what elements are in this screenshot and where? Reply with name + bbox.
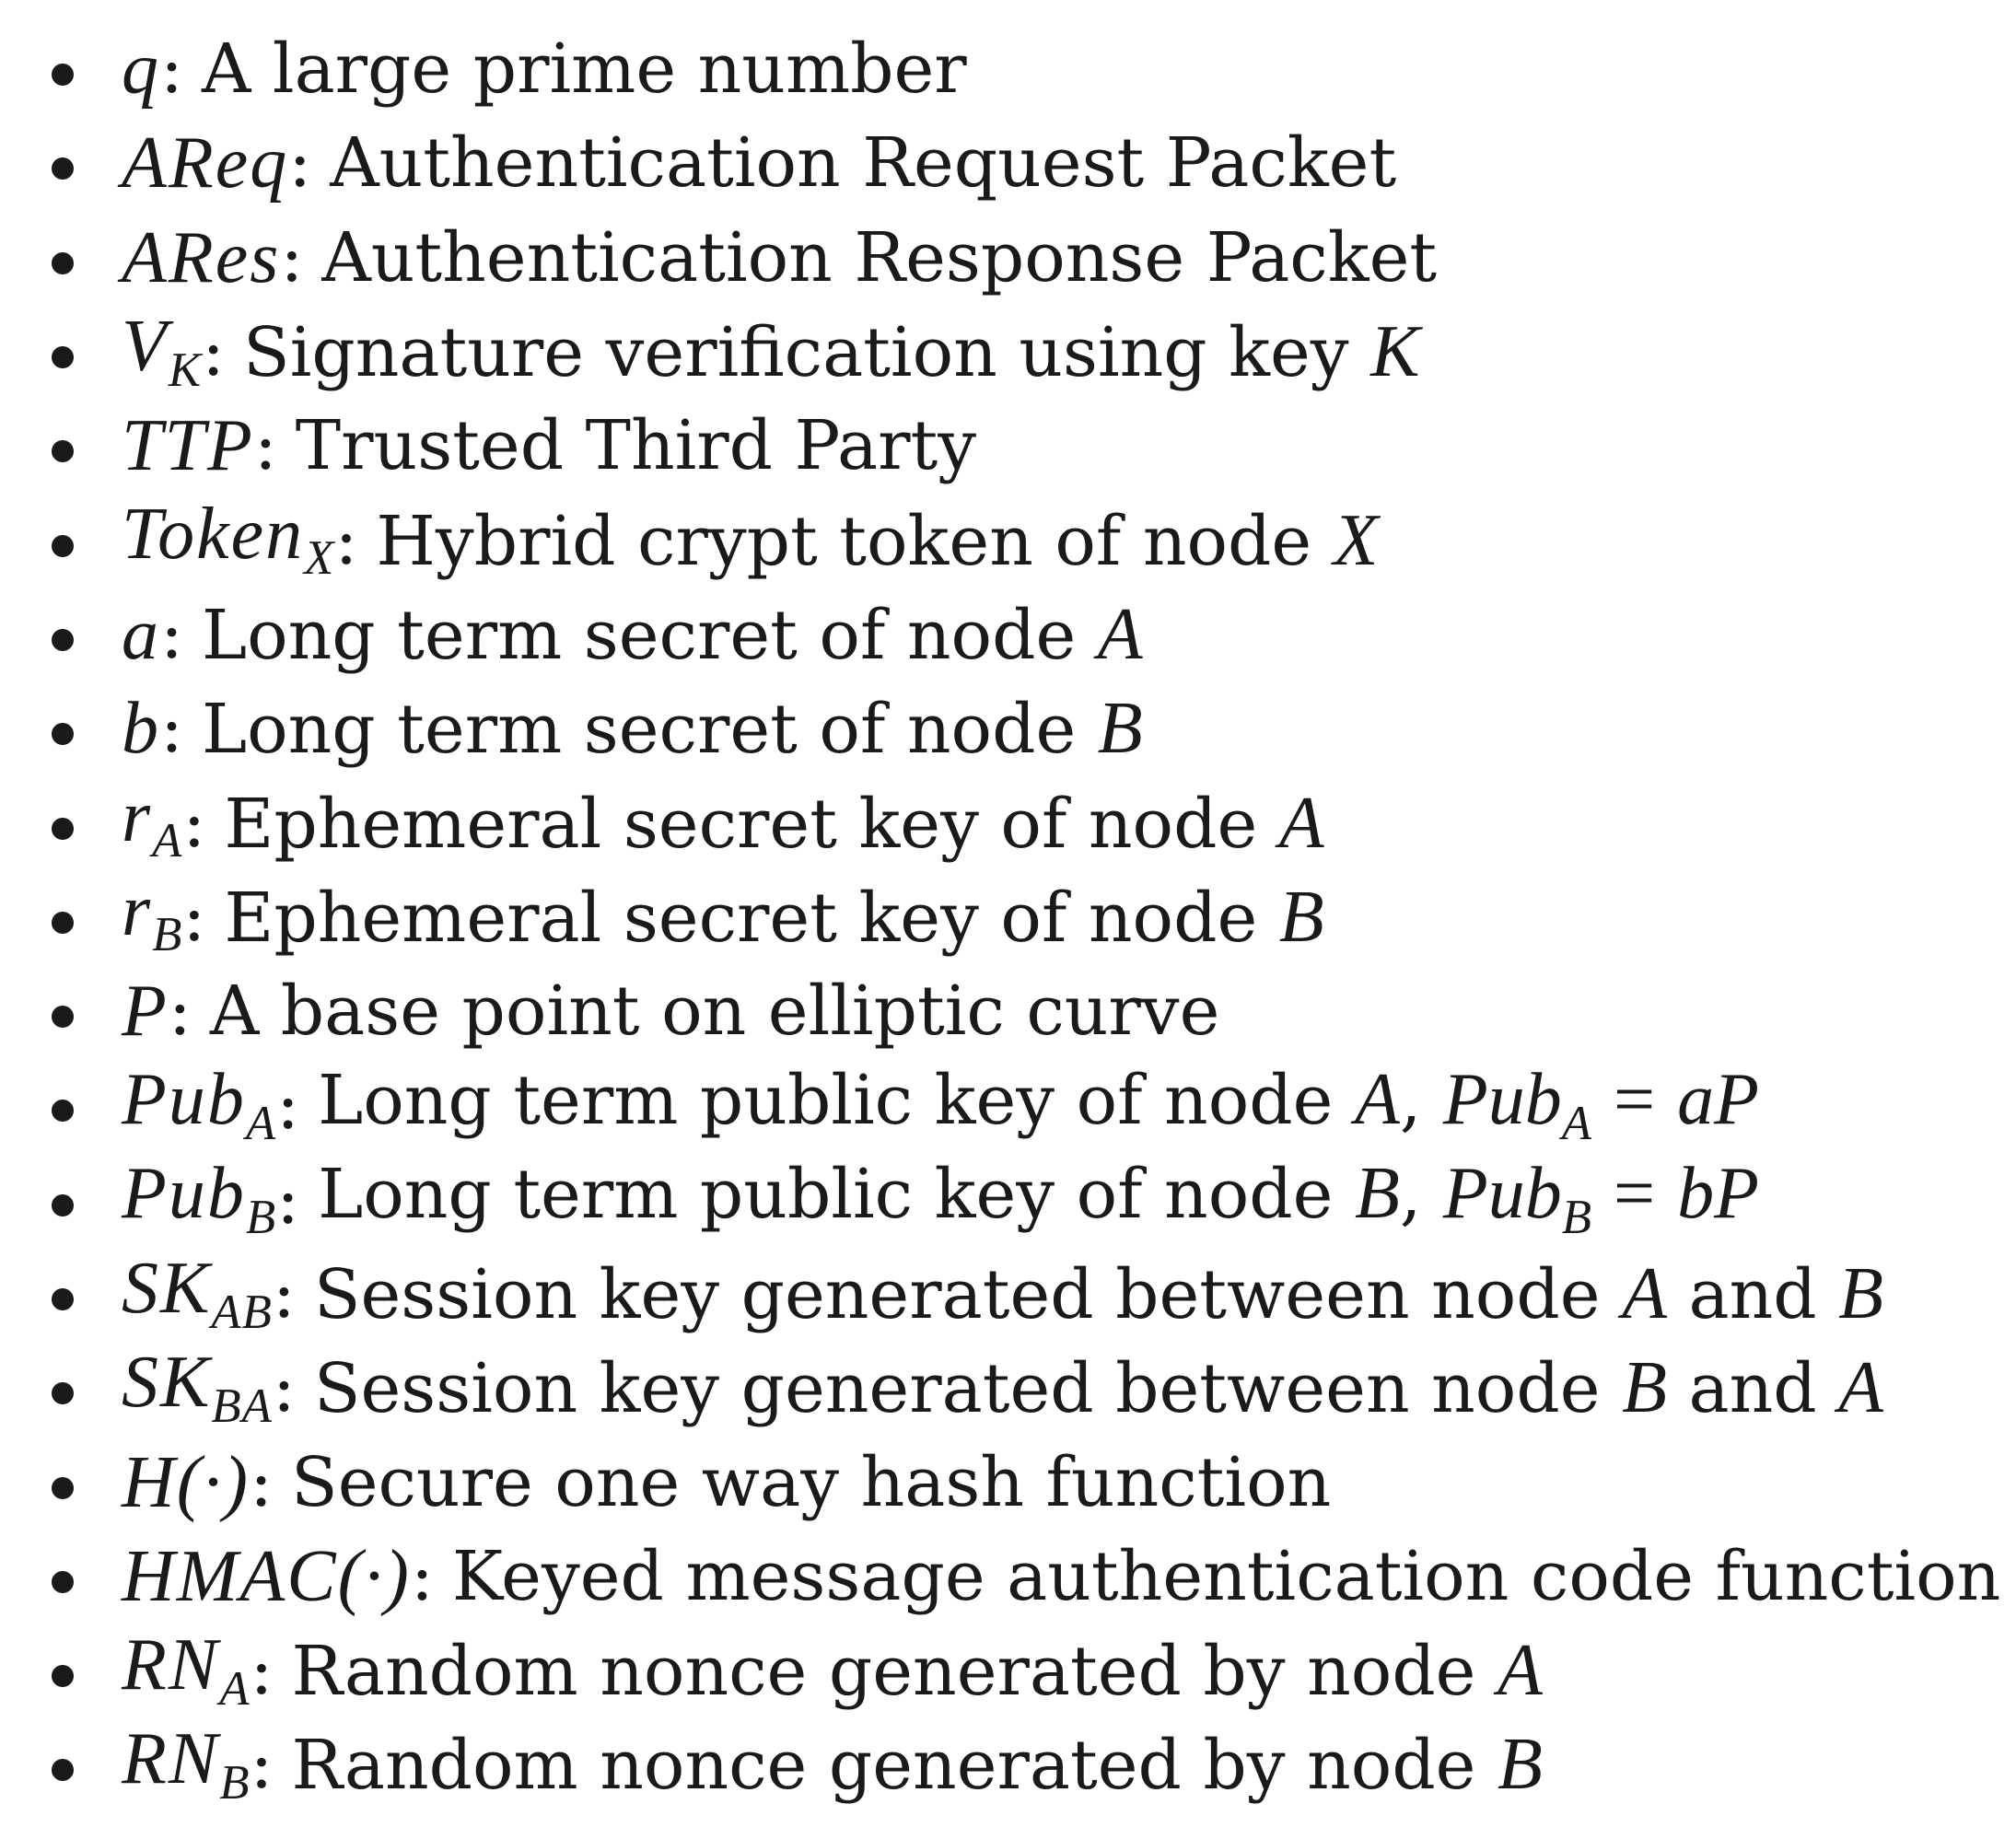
bullet-icon: [52, 534, 74, 557]
notation-item-hash: H(·): Secure one way hash function: [37, 1435, 2008, 1529]
description: Keyed message authentication code functi…: [451, 1536, 2001, 1616]
description: Long term secret of node A: [201, 593, 1143, 675]
notation-item-b: b: Long term secret of node B: [37, 681, 2008, 775]
description: Hybrid crypt token of node X: [376, 499, 1379, 581]
bullet-icon: [52, 157, 74, 180]
bullet-icon: [52, 1665, 74, 1688]
bullet-icon: [52, 1759, 74, 1782]
bullet-icon: [52, 911, 74, 934]
bullet-icon: [52, 628, 74, 651]
symbol: P: [122, 971, 169, 1053]
notation-item-p: P: A base point on elliptic curve: [37, 964, 2008, 1058]
symbol: AReq: [122, 122, 289, 204]
symbol: ARes: [122, 216, 281, 298]
symbol: RNA: [122, 1624, 251, 1716]
symbol: rB: [122, 870, 183, 962]
bullet-icon: [52, 251, 74, 274]
notation-item-q: q: A large prime number: [37, 22, 2008, 116]
bullet-icon: [52, 1288, 74, 1310]
description: A base point on elliptic curve: [209, 972, 1220, 1052]
notation-item-ra: rA: Ephemeral secret key of node A: [37, 775, 2008, 869]
notation-item-token: TokenX: Hybrid crypt token of node X: [37, 493, 2008, 587]
notation-item-rna: RNA: Random nonce generated by node A: [37, 1624, 2008, 1717]
symbol: q: [122, 29, 160, 111]
symbol: PubB: [122, 1153, 277, 1245]
notation-item-ttp: TTP: Trusted Third Party: [37, 399, 2008, 493]
bullet-icon: [52, 1382, 74, 1405]
symbol: rA: [122, 776, 183, 868]
bullet-icon: [52, 1006, 74, 1029]
bullet-icon: [52, 817, 74, 840]
bullet-icon: [52, 723, 74, 746]
symbol: SKBA: [122, 1341, 273, 1433]
description: Random nonce generated by node B: [291, 1724, 1543, 1806]
notation-item-areq: AReq: Authentication Request Packet: [37, 116, 2008, 210]
description: Secure one way hash function: [291, 1442, 1332, 1522]
equation: PubB=bP: [1442, 1153, 1760, 1245]
description: Long term secret of node B: [201, 688, 1143, 770]
description: Ephemeral secret key of node A: [224, 782, 1324, 864]
symbol: a: [122, 593, 160, 675]
bullet-icon: [52, 1570, 74, 1593]
symbol: b: [122, 688, 160, 770]
symbol: HMAC(·): [122, 1535, 411, 1617]
symbol: PubA: [122, 1059, 277, 1150]
symbol: RNB: [122, 1718, 251, 1810]
description: Signature verification using key K: [243, 311, 1420, 393]
notation-item-skba: SKBA: Session key generated between node…: [37, 1341, 2008, 1435]
symbol: TTP: [122, 405, 254, 487]
description: Session key generated between node A and…: [313, 1253, 1884, 1334]
description: Trusted Third Party: [295, 406, 977, 486]
description: Session key generated between node B and…: [313, 1347, 1884, 1429]
description: Ephemeral secret key of node B: [224, 876, 1324, 958]
notation-item-pubb: PubB: Long term public key of node B, Pu…: [37, 1153, 2008, 1247]
notation-item-ares: ARes: Authentication Response Packet: [37, 211, 2008, 305]
symbol: SKAB: [122, 1247, 273, 1339]
description: Long term public key of node B, PubB=bP: [318, 1153, 1760, 1245]
symbol: VK: [122, 305, 203, 397]
bullet-icon: [52, 1100, 74, 1123]
notation-item-vk: VK: Signature verification using key K: [37, 305, 2008, 399]
notation-list: q: A large prime number AReq: Authentica…: [37, 22, 2008, 1812]
notation-item-a: a: Long term secret of node A: [37, 588, 2008, 681]
symbol: TokenX: [122, 494, 335, 586]
bullet-icon: [52, 346, 74, 369]
notation-item-skab: SKAB: Session key generated between node…: [37, 1247, 2008, 1341]
description: Random nonce generated by node A: [291, 1630, 1543, 1712]
notation-item-puba: PubA: Long term public key of node A, Pu…: [37, 1058, 2008, 1152]
notation-item-rb: rB: Ephemeral secret key of node B: [37, 870, 2008, 964]
description: Authentication Response Packet: [321, 217, 1438, 297]
notation-item-hmac: HMAC(·): Keyed message authentication co…: [37, 1530, 2008, 1624]
description: A large prime number: [201, 29, 967, 110]
symbol: H(·): [122, 1441, 251, 1523]
bullet-icon: [52, 440, 74, 463]
bullet-icon: [52, 1476, 74, 1499]
description: Authentication Request Packet: [330, 123, 1397, 204]
bullet-icon: [52, 1193, 74, 1216]
bullet-icon: [52, 64, 74, 87]
description: Long term public key of node A, PubA=aP: [318, 1059, 1760, 1150]
equation: PubA=aP: [1442, 1059, 1760, 1150]
notation-item-rnb: RNB: Random nonce generated by node B: [37, 1717, 2008, 1811]
